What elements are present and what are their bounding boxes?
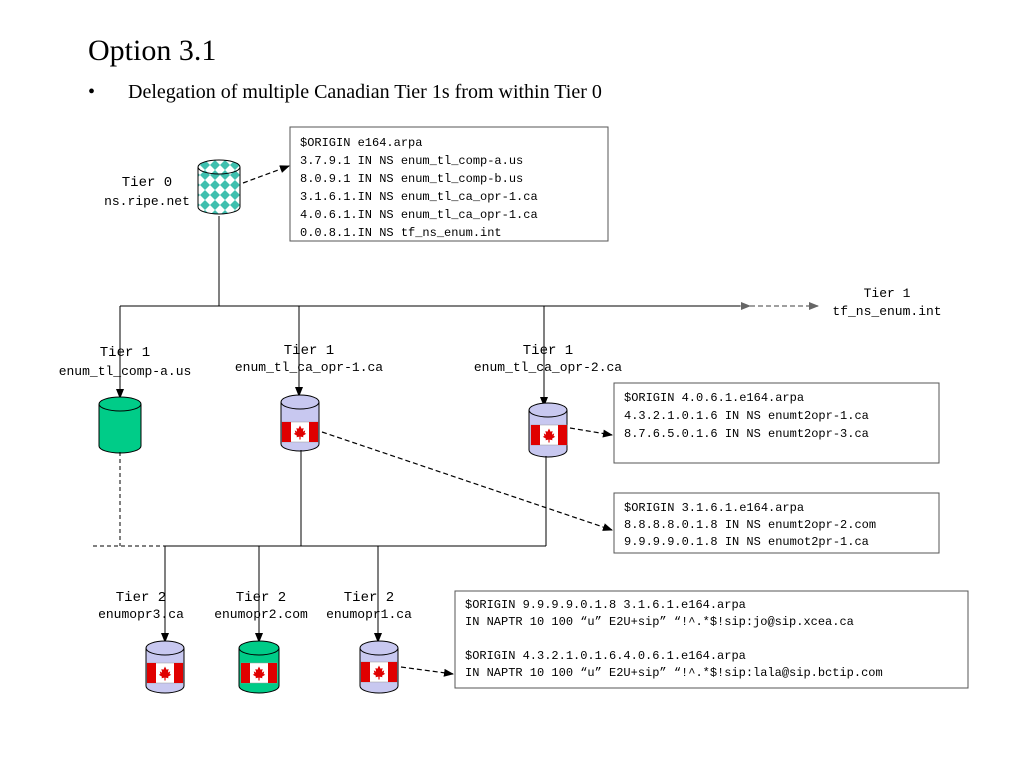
record-line: 8.0.9.1 IN NS enum_tl_comp-b.us xyxy=(300,172,523,186)
ca-opr1-name-label: enum_tl_ca_opr-1.ca xyxy=(235,360,383,375)
tier0-records-arrow xyxy=(242,165,290,184)
opr1-zone-records: $ORIGIN 3.1.6.1.e164.arpa 8.8.8.8.0.1.8 … xyxy=(613,492,940,554)
canadian-database-icon xyxy=(528,402,568,458)
tier1-ext-tier-label: Tier 1 xyxy=(864,286,911,301)
tier0-zone-records: $ORIGIN e164.arpa 3.7.9.1 IN NS enum_tl_… xyxy=(289,126,609,242)
canadian-database-icon xyxy=(280,394,320,452)
naptr-zone-records: $ORIGIN 9.9.9.9.0.1.8 3.1.6.1.e164.arpa … xyxy=(454,590,969,689)
bullet-marker: • xyxy=(88,81,95,103)
record-line: $ORIGIN 9.9.9.9.0.1.8 3.1.6.1.e164.arpa xyxy=(465,598,746,612)
ca-opr2-tier-label: Tier 1 xyxy=(523,343,573,359)
opr2-zone-records: $ORIGIN 4.0.6.1.e164.arpa 4.3.2.1.0.1.6 … xyxy=(613,382,940,464)
opr2-tier-label: Tier 2 xyxy=(236,590,286,606)
record-line: 3.7.9.1 IN NS enum_tl_comp-a.us xyxy=(300,154,523,168)
record-line: 4.3.2.1.0.1.6 IN NS enumt2opr-1.ca xyxy=(624,409,869,423)
canadian-database-icon xyxy=(359,640,399,694)
record-line: $ORIGIN 4.3.2.1.0.1.6.4.0.6.1.e164.arpa xyxy=(465,649,746,663)
naptr-records-arrow xyxy=(400,666,454,677)
record-line: 3.1.6.1.IN NS enum_tl_ca_opr-1.ca xyxy=(300,190,538,204)
comp-a-tier-label: Tier 1 xyxy=(100,345,150,361)
record-line: 8.8.8.8.0.1.8 IN NS enumt2opr-2.com xyxy=(624,518,876,532)
page-title: Option 3.1 xyxy=(88,34,216,67)
ca-opr1-tier-label: Tier 1 xyxy=(284,343,334,359)
ca-opr2-name-label: enum_tl_ca_opr-2.ca xyxy=(474,360,622,375)
record-line: IN NAPTR 10 100 “u” E2U+sip” “!^.*$!sip:… xyxy=(465,615,854,629)
record-line: IN NAPTR 10 100 “u” E2U+sip” “!^.*$!sip:… xyxy=(465,666,883,680)
tier0-name-label: ns.ripe.net xyxy=(104,194,190,209)
opr1-records-arrow xyxy=(321,431,613,531)
record-line: $ORIGIN 4.0.6.1.e164.arpa xyxy=(624,391,804,405)
record-line: 8.7.6.5.0.1.6 IN NS enumt2opr-3.ca xyxy=(624,427,869,441)
record-line: 9.9.9.9.0.1.8 IN NS enumot2pr-1.ca xyxy=(624,535,869,549)
record-line: $ORIGIN 3.1.6.1.e164.arpa xyxy=(624,501,804,515)
record-line: 0.0.8.1.IN NS tf_ns_enum.int xyxy=(300,226,502,240)
dns-database-icon xyxy=(197,159,241,215)
record-line: $ORIGIN e164.arpa xyxy=(300,136,422,150)
opr1-tier-label: Tier 2 xyxy=(344,590,394,606)
opr1-name-label: enumopr1.ca xyxy=(326,607,412,622)
opr2-records-arrow xyxy=(569,427,613,438)
tier0-tier-label: Tier 0 xyxy=(122,175,172,191)
opr3-tier-label: Tier 2 xyxy=(116,590,166,606)
tier1-ext-name-label: tf_ns_enum.int xyxy=(832,304,941,319)
bullet-text: Delegation of multiple Canadian Tier 1s … xyxy=(128,81,602,103)
opr2-name-label: enumopr2.com xyxy=(214,607,308,622)
opr3-name-label: enumopr3.ca xyxy=(98,607,184,622)
record-line: 4.0.6.1.IN NS enum_tl_ca_opr-1.ca xyxy=(300,208,538,222)
database-icon xyxy=(98,396,142,454)
comp-a-name-label: enum_tl_comp-a.us xyxy=(59,364,192,379)
canadian-database-icon xyxy=(238,640,280,694)
canadian-database-icon xyxy=(145,640,185,694)
